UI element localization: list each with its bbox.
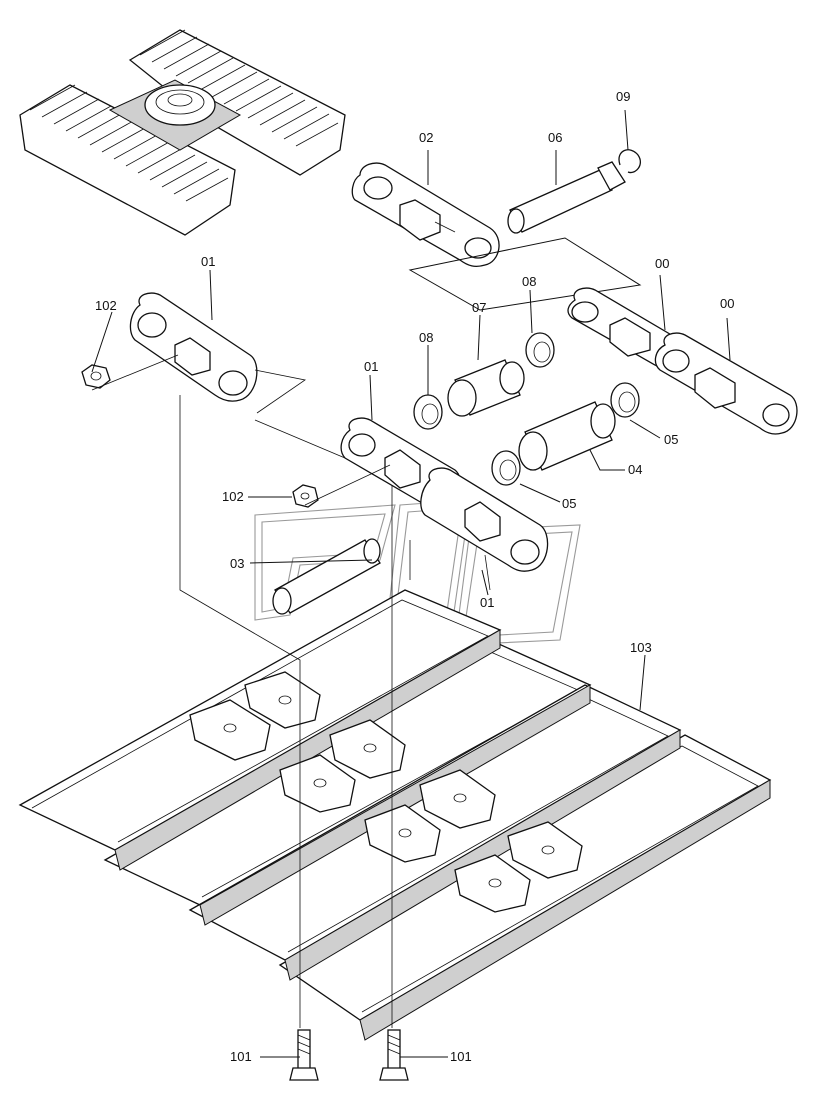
label-part-01-a: 01 [201, 254, 215, 269]
bushing-04 [518, 401, 616, 471]
seal-08-a [525, 332, 555, 368]
leader-lines [91, 109, 731, 1058]
label-part-05-a: 05 [664, 432, 678, 447]
label-part-01-c: 01 [480, 595, 494, 610]
label-part-06: 06 [548, 130, 562, 145]
seal-05-a [610, 382, 640, 418]
nut-102-b [292, 484, 319, 508]
link-00-b [654, 332, 798, 435]
label-part-101-b: 101 [450, 1049, 472, 1064]
track-shoes-103 [18, 589, 772, 1041]
seal-05-b [491, 450, 521, 486]
label-part-102-b: 102 [222, 489, 244, 504]
undercarriage-overview [19, 29, 346, 236]
assembly-lines [91, 354, 491, 1028]
label-part-07: 07 [472, 300, 486, 315]
label-part-08-a: 08 [419, 330, 433, 345]
label-part-00-b: 00 [720, 296, 734, 311]
link-01-center-lower [420, 467, 549, 572]
link-02 [351, 162, 500, 267]
label-part-03: 03 [230, 556, 244, 571]
label-part-09: 09 [616, 89, 630, 104]
label-part-102-a: 102 [95, 298, 117, 313]
bolt-101-a [289, 1029, 319, 1081]
label-part-08-b: 08 [522, 274, 536, 289]
label-part-01-b: 01 [364, 359, 378, 374]
label-part-00-a: 00 [655, 256, 669, 271]
nut-102-a [81, 364, 111, 389]
label-part-05-b: 05 [562, 496, 576, 511]
pin-06 [507, 161, 626, 234]
snap-ring-09 [618, 149, 642, 174]
label-part-103: 103 [630, 640, 652, 655]
label-part-04: 04 [628, 462, 642, 477]
seal-08-b [413, 394, 443, 430]
label-part-101-a: 101 [230, 1049, 252, 1064]
label-part-02: 02 [419, 130, 433, 145]
pin-03 [272, 538, 381, 615]
assembly-outline [408, 237, 642, 311]
bolt-101-b [379, 1029, 409, 1081]
link-01-left [129, 292, 258, 402]
bushing-07 [447, 359, 525, 417]
